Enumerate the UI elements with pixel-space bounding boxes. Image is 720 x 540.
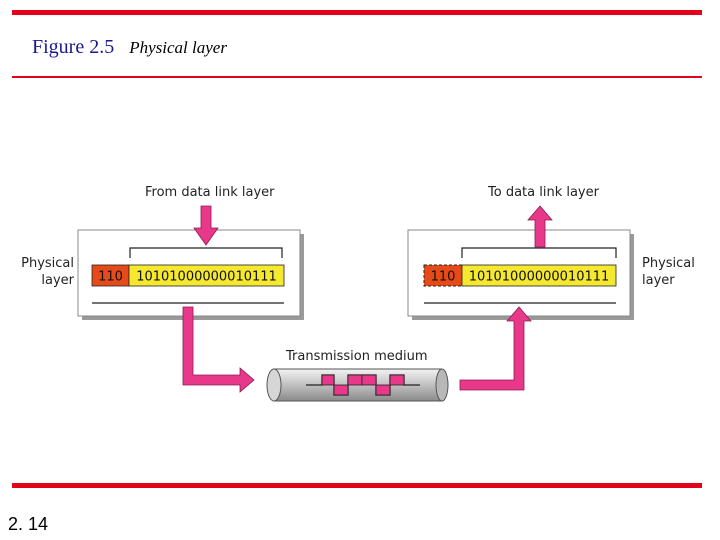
left-header-bits: 110 [98,270,123,285]
left-layer-label: Physical layer [21,256,74,288]
right-data-bits: 10101000000010111 [469,270,610,285]
signal-waveform [306,374,420,396]
right-header-bits: 110 [431,270,456,285]
down-arrow-icon [193,205,219,246]
title-underline [12,76,702,78]
left-data-bits: 10101000000010111 [136,270,277,285]
left-bit-strip: 110 10101000000010111 [91,264,285,287]
up-arrow-icon [527,205,553,248]
top-red-bar [12,10,702,15]
left-bracket [129,247,283,258]
page-number: 2. 14 [8,514,49,534]
to-data-link-label: To data link layer [488,185,599,200]
from-data-link-label: From data link layer [145,185,275,200]
transmission-medium-label: Transmission medium [286,349,428,364]
bottom-red-bar [12,483,702,488]
figure-number: Figure 2.5 [32,36,115,58]
right-header-cell [423,264,463,287]
right-data-cell [461,264,617,287]
left-data-cell [128,264,285,287]
right-layer-label: Physical layer [642,256,695,288]
right-bit-strip: 110 10101000000010111 [423,264,617,287]
left-elbow-arrow-icon [182,306,255,393]
figure-title: Figure 2.5 Physical layer [32,36,227,59]
right-elbow-arrow-icon [459,306,532,391]
figure-caption: Physical layer [129,38,227,57]
right-bracket [461,247,617,258]
